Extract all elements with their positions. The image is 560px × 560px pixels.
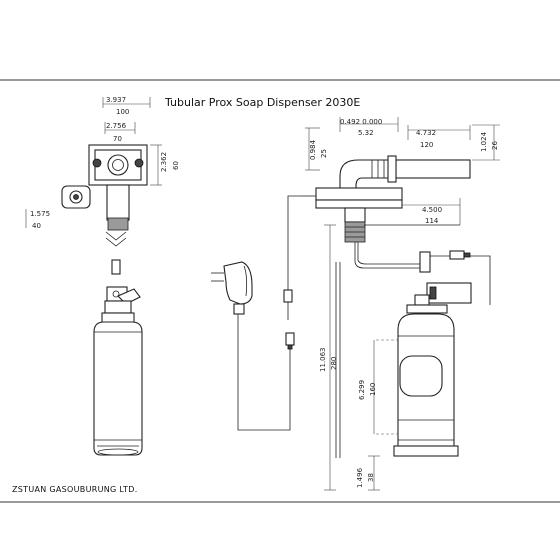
dim-bottle-base-in: 1.496 bbox=[356, 467, 364, 488]
dim-inner-width-mm: 70 bbox=[113, 135, 122, 143]
dim-body-height-mm: 60 bbox=[172, 161, 180, 170]
dim-top-width-mm: 100 bbox=[116, 108, 129, 116]
dim-bottle-base-mm: 38 bbox=[367, 473, 375, 482]
spout-tube bbox=[394, 159, 471, 179]
drawing-title: Tubular Prox Soap Dispenser 2030E bbox=[164, 96, 360, 109]
dim-top-width-in: 3.937 bbox=[106, 96, 126, 104]
dim-spout-top-a: 0.492 0.000 bbox=[340, 118, 382, 126]
dim-reach-in: 4.500 bbox=[422, 206, 442, 214]
bottle-right bbox=[376, 282, 472, 457]
dim-spout-top-b: 5.32 bbox=[358, 129, 374, 137]
sensor-icon bbox=[449, 250, 471, 260]
bottle-left bbox=[93, 286, 143, 456]
top-bracket-view: 3.937 100 2.756 70 2.362 60 bbox=[88, 96, 180, 275]
dim-spout-h-in: 1.024 bbox=[480, 131, 488, 152]
dim-spout-len-in: 4.732 bbox=[416, 129, 436, 137]
power-adapter bbox=[211, 261, 295, 431]
vertical-dims: 11.063 280 6.299 160 1.496 38 bbox=[319, 224, 380, 491]
dim-body-height-in: 2.362 bbox=[160, 152, 168, 172]
screw-right-icon bbox=[134, 158, 144, 168]
dim-spout-left-mm: 25 bbox=[320, 149, 328, 158]
dim-bottle-tot-mm: 280 bbox=[330, 357, 338, 370]
dim-bottle-tot-in: 11.063 bbox=[319, 348, 327, 373]
dim-knob-dia-mm: 40 bbox=[32, 222, 41, 230]
company-name: ZSTUAN GASOUBURUNG LTD. bbox=[12, 485, 138, 494]
dim-inner-width-in: 2.756 bbox=[106, 122, 127, 130]
dim-spout-h-mm: 26 bbox=[491, 141, 499, 150]
dim-spout-left-in: 0.984 bbox=[309, 139, 317, 160]
dim-spout-len-mm: 120 bbox=[420, 141, 433, 149]
spout-assembly: 0.492 0.000 5.32 4.732 120 1.024 26 0.98… bbox=[283, 117, 500, 320]
knob-view: 1.575 40 bbox=[25, 185, 91, 230]
dim-bottle-body-in: 6.299 bbox=[358, 380, 366, 400]
power-adapter-icon bbox=[211, 261, 253, 315]
dim-reach-mm: 114 bbox=[425, 217, 439, 225]
cabinet-wall bbox=[335, 262, 341, 458]
bottle-window bbox=[399, 355, 443, 397]
dim-bottle-body-mm: 160 bbox=[369, 383, 377, 396]
dim-knob-dia-in: 1.575 bbox=[30, 210, 50, 218]
screw-left-icon bbox=[92, 158, 102, 168]
